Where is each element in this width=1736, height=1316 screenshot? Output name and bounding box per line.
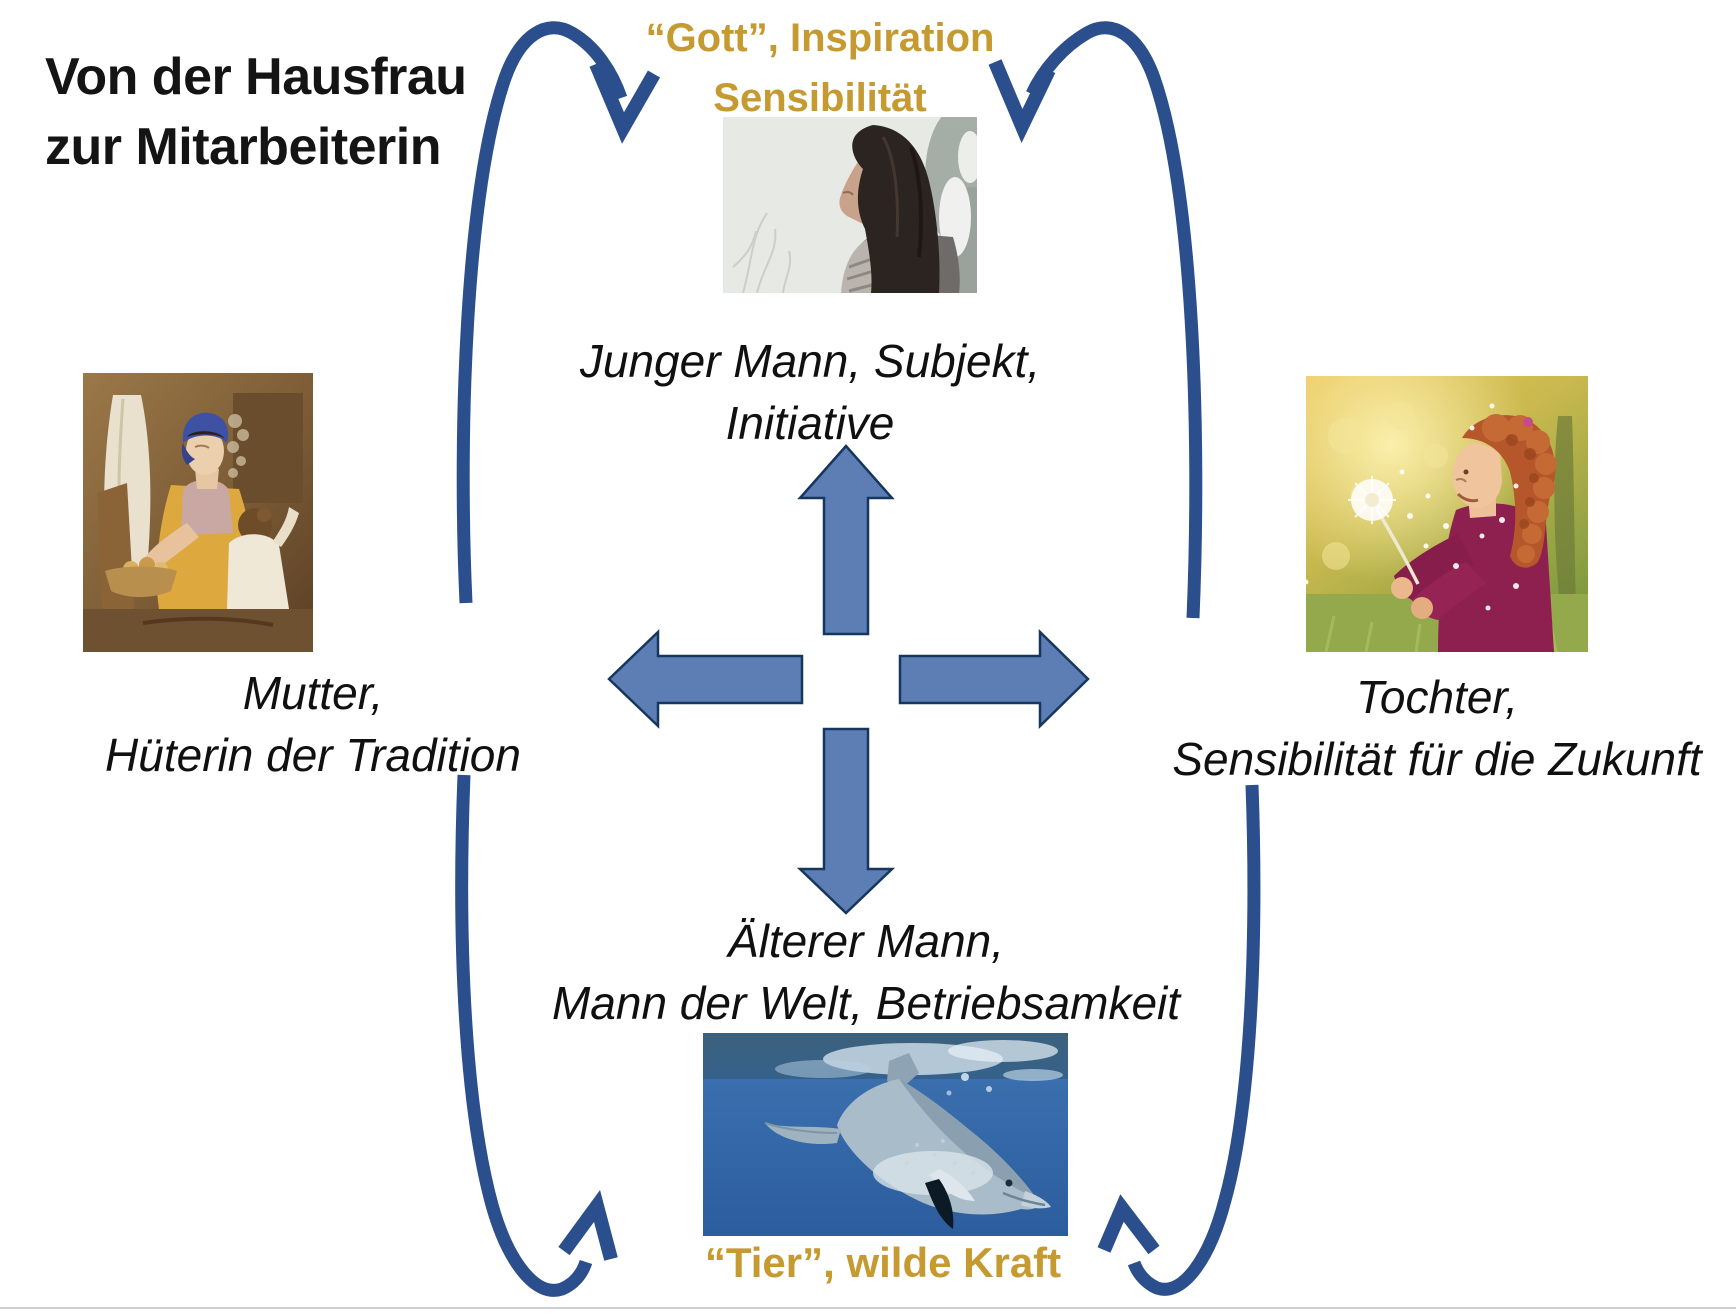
right-caption-line1: Tochter,	[1356, 671, 1518, 723]
arrow-up-icon	[797, 444, 895, 636]
inspiration-photo	[723, 117, 977, 293]
curved-arrow-left-bottom-head-icon	[558, 1190, 618, 1261]
top-caption-line2: Initiative	[725, 397, 895, 449]
top-gold-label-line1: “Gott”, Inspiration	[645, 16, 995, 60]
left-caption-line2: Hüterin der Tradition	[105, 729, 521, 781]
curved-arrow-right-top	[1026, 21, 1203, 619]
slide-title-line2: zur Mitarbeiterin	[45, 118, 441, 176]
top-gold-label: “Gott”, Inspiration Sensibilität	[646, 8, 995, 128]
top-caption: Junger Mann, Subjekt, Initiative	[580, 330, 1040, 454]
arrow-left-icon	[607, 629, 804, 729]
bottom-caption-line1: Älterer Mann,	[727, 915, 1005, 967]
right-caption-line2: Sensibilität für die Zukunft	[1172, 733, 1702, 785]
left-caption: Mutter, Hüterin der Tradition	[105, 662, 521, 786]
bottom-gold-label: “Tier”, wilde Kraft	[704, 1239, 1062, 1286]
daughter-photo	[1306, 376, 1588, 652]
bottom-caption: Älterer Mann, Mann der Welt, Betriebsamk…	[552, 910, 1180, 1034]
arrow-right-icon	[898, 629, 1090, 729]
curved-arrow-left-top	[456, 21, 628, 604]
slide-bottom-edge	[0, 1307, 1736, 1309]
slide-title-line1: Von der Hausfrau	[45, 48, 467, 106]
curved-arrow-right-bottom	[1127, 784, 1261, 1296]
mother-painting	[83, 373, 313, 652]
top-gold-label-line2: Sensibilität	[713, 76, 927, 120]
left-caption-line1: Mutter,	[242, 667, 384, 719]
slide-title: Von der Hausfrau zur Mitarbeiterin	[45, 42, 467, 182]
top-caption-line1: Junger Mann, Subjekt,	[579, 335, 1041, 387]
right-caption: Tochter, Sensibilität für die Zukunft	[1172, 666, 1701, 790]
dolphin-photo	[703, 1033, 1068, 1236]
curved-arrow-right-bottom-head-icon	[1097, 1194, 1160, 1255]
curved-arrow-right-top-head-icon	[988, 59, 1056, 144]
arrow-down-icon	[796, 727, 896, 915]
bottom-caption-line2: Mann der Welt, Betriebsamkeit	[551, 977, 1181, 1029]
